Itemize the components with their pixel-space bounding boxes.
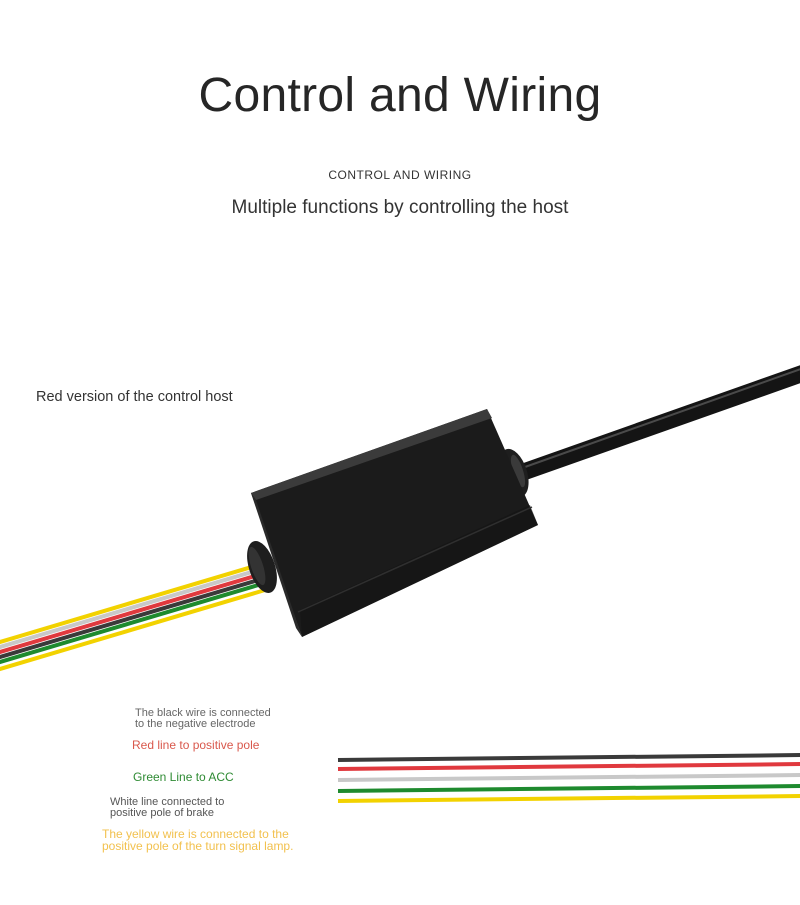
black-wire-label-line-2: to the negative electrode bbox=[135, 718, 256, 730]
black-wire-label-line-1: The black wire is connected bbox=[135, 707, 271, 719]
green-wire-label-line-1: Green Line to ACC bbox=[133, 770, 234, 784]
red-wire-label: Red line to positive pole bbox=[132, 738, 260, 752]
yellow-wire-label: The yellow wire is connected to the posi… bbox=[102, 828, 293, 852]
left-wire-bundle bbox=[0, 561, 266, 672]
white-wire-label-line-2: positive pole of brake bbox=[110, 807, 214, 819]
control-host-label: Red version of the control host bbox=[36, 389, 233, 405]
yellow-wire-label-line-1: The yellow wire is connected to the bbox=[102, 827, 289, 841]
wire-samples bbox=[337, 753, 800, 803]
section-subtitle: CONTROL AND WIRING bbox=[328, 168, 472, 182]
left-grommet bbox=[247, 541, 277, 593]
green-wire-label: Green Line to ACC bbox=[133, 770, 234, 784]
red-wire-label-line-1: Red line to positive pole bbox=[132, 738, 260, 752]
tagline: Multiple functions by controlling the ho… bbox=[231, 197, 569, 218]
white-wire-label: White line connected to positive pole of… bbox=[110, 797, 224, 819]
power-cable bbox=[506, 365, 800, 484]
black-wire-label: The black wire is connected to the negat… bbox=[135, 708, 271, 730]
page-title: Control and Wiring bbox=[198, 69, 602, 122]
white-wire-label-line-1: White line connected to bbox=[110, 796, 225, 808]
yellow-wire-label-line-2: positive pole of the turn signal lamp. bbox=[102, 839, 294, 853]
control-box bbox=[251, 409, 538, 637]
